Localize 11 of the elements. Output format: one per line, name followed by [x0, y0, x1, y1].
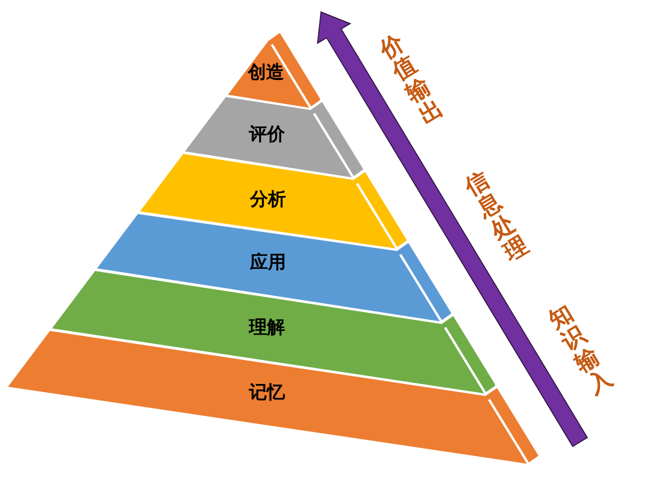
layer-label: 理解 — [248, 318, 285, 337]
phase-label: 知识输入 — [545, 300, 617, 400]
layer-label: 记忆 — [249, 384, 285, 402]
pyramid-layer — [140, 154, 407, 249]
layer-label: 分析 — [250, 190, 286, 209]
phase-label: 信息处理 — [461, 168, 533, 266]
phase-label: 价值输出 — [376, 30, 448, 130]
layer-label: 创造 — [248, 64, 284, 82]
pyramid-layer — [184, 97, 364, 178]
layer-label: 评价 — [248, 126, 285, 144]
layer-label: 应用 — [250, 254, 286, 272]
